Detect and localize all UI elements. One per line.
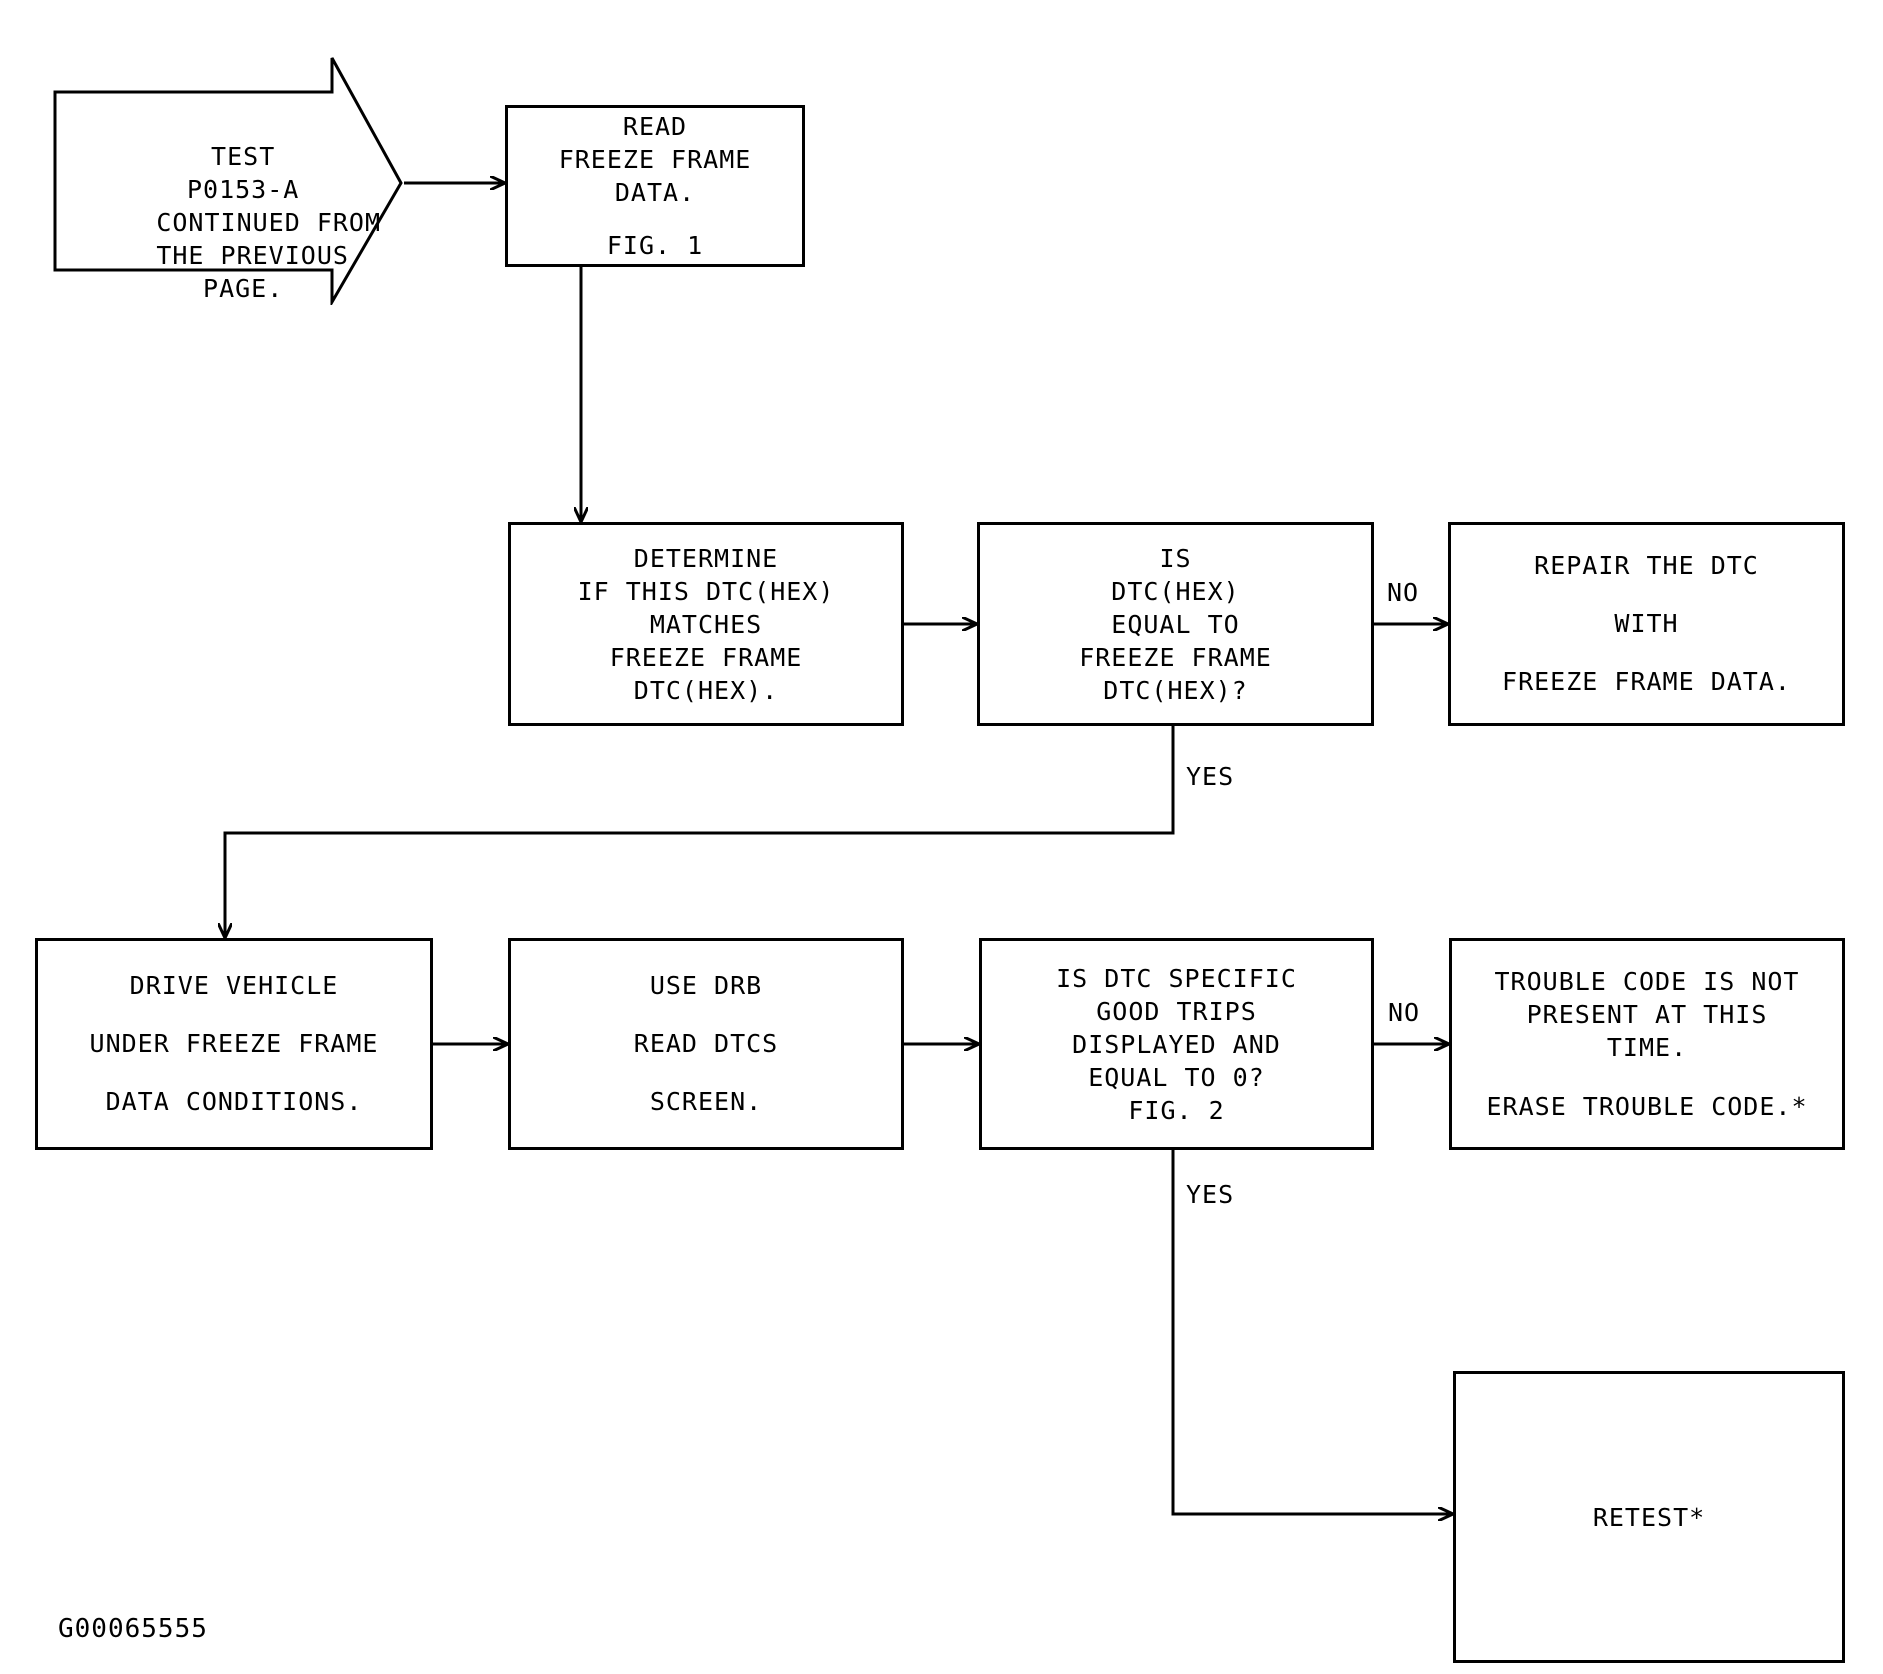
node-line: DTC(HEX)	[1111, 576, 1240, 606]
node-line: DATA CONDITIONS.	[105, 1087, 363, 1116]
node-line: IS	[1159, 543, 1192, 573]
node-line: FREEZE FRAME	[558, 145, 752, 174]
banner-text: TEST P0153-A CONTINUED FROM THE PREVIOUS…	[60, 107, 380, 338]
node-trouble-code-not-present[interactable]: TROUBLE CODE IS NOT PRESENT AT THIS TIME…	[1449, 938, 1845, 1150]
node-line: DTC(HEX)?	[1103, 675, 1248, 705]
node-use-drb[interactable]: USE DRB READ DTCS SCREEN.	[508, 938, 904, 1150]
edge-label-yes-lower: YES	[1186, 1180, 1235, 1209]
banner-line-1: TEST	[211, 142, 276, 171]
continued-from-previous-page-banner: TEST P0153-A CONTINUED FROM THE PREVIOUS…	[52, 55, 404, 308]
node-line: DISPLAYED AND	[1072, 1029, 1281, 1059]
node-line: DTC(HEX).	[633, 675, 779, 705]
banner-line-3: CONTINUED FROM	[156, 208, 382, 237]
node-line: READ	[622, 112, 688, 141]
node-line: DATA.	[614, 178, 696, 207]
node-line: FREEZE FRAME DATA.	[1502, 667, 1791, 696]
node-line: FIG. 1	[606, 231, 704, 260]
node-line: EQUAL TO 0?	[1088, 1062, 1265, 1092]
node-line: TROUBLE CODE IS NOT	[1494, 967, 1800, 996]
node-line: TIME.	[1606, 1033, 1688, 1062]
node-line: DETERMINE	[633, 543, 779, 573]
edge-label-no-upper: NO	[1387, 578, 1420, 607]
banner-line-5: PAGE.	[203, 274, 284, 303]
figure-id-code: G00065555	[58, 1614, 208, 1644]
node-line: WITH	[1614, 609, 1679, 638]
node-line: EQUAL TO	[1111, 609, 1240, 639]
node-line: GOOD TRIPS	[1096, 996, 1257, 1026]
node-drive-vehicle[interactable]: DRIVE VEHICLE UNDER FREEZE FRAME DATA CO…	[35, 938, 433, 1150]
edge-label-no-lower: NO	[1388, 998, 1421, 1027]
node-is-dtc-equal-decision[interactable]: IS DTC(HEX) EQUAL TO FREEZE FRAME DTC(HE…	[977, 522, 1374, 726]
banner-line-4: THE PREVIOUS	[156, 241, 349, 270]
banner-arrow-shape	[53, 57, 403, 308]
node-line: FREEZE FRAME	[609, 642, 803, 672]
node-line: FREEZE FRAME	[1079, 642, 1272, 672]
node-read-freeze-frame-data[interactable]: READ FREEZE FRAME DATA. FIG. 1	[505, 105, 805, 267]
node-line: MATCHES	[649, 609, 763, 639]
node-line: ERASE TROUBLE CODE.*	[1486, 1092, 1808, 1121]
node-line: DRIVE VEHICLE	[129, 971, 339, 1000]
node-line: READ DTCS	[633, 1029, 779, 1058]
node-line: USE DRB	[649, 971, 763, 1000]
node-line: REPAIR THE DTC	[1534, 551, 1759, 580]
banner-line-2: P0153-A	[186, 175, 300, 204]
node-line: PRESENT AT THIS	[1526, 1000, 1768, 1029]
node-retest[interactable]: RETEST*	[1453, 1371, 1845, 1663]
node-line: IS DTC SPECIFIC	[1056, 963, 1297, 993]
node-repair-the-dtc[interactable]: REPAIR THE DTC WITH FREEZE FRAME DATA.	[1448, 522, 1845, 726]
node-determine-dtc-match[interactable]: DETERMINE IF THIS DTC(HEX) MATCHES FREEZ…	[508, 522, 904, 726]
edge-label-yes-upper: YES	[1186, 762, 1235, 791]
node-line: FIG. 2	[1128, 1095, 1225, 1125]
node-line: SCREEN.	[649, 1087, 763, 1116]
node-good-trips-decision[interactable]: IS DTC SPECIFIC GOOD TRIPS DISPLAYED AND…	[979, 938, 1374, 1150]
node-line: IF THIS DTC(HEX)	[577, 576, 835, 606]
node-line: RETEST*	[1592, 1502, 1706, 1532]
node-line: UNDER FREEZE FRAME	[89, 1029, 379, 1058]
